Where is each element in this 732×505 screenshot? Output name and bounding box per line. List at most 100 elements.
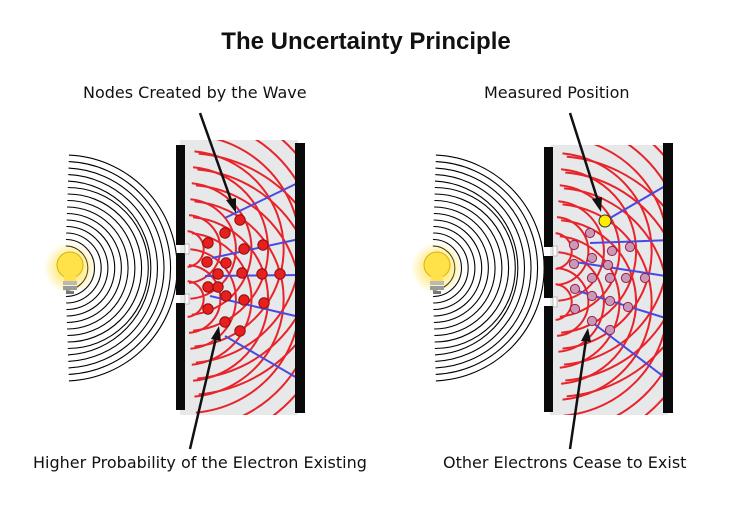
light-bulb-icon xyxy=(44,242,96,294)
wave-node xyxy=(258,297,270,309)
probability-ray xyxy=(604,181,673,222)
measured-position-marker xyxy=(598,214,612,228)
arrow-bottom-left xyxy=(188,326,221,450)
arrow-top-left xyxy=(198,112,236,213)
probability-ray xyxy=(574,261,673,278)
wave-node xyxy=(201,256,213,268)
source-wave-arc xyxy=(435,161,539,375)
probability-ray xyxy=(589,239,673,244)
wave-arc xyxy=(558,251,605,353)
wave-node xyxy=(569,283,581,295)
wave-node xyxy=(219,316,231,328)
wave-node xyxy=(602,259,614,271)
wave-arc xyxy=(187,280,205,318)
probability-ray xyxy=(211,237,305,259)
source-wave-arc xyxy=(434,186,516,350)
source-wave-arc xyxy=(433,225,476,311)
source-wave-arc xyxy=(435,167,532,369)
wave-node xyxy=(236,267,248,279)
double-slit-barrier xyxy=(544,147,558,412)
source-wave-arc xyxy=(434,193,510,343)
wave-node xyxy=(586,252,598,264)
wave-node xyxy=(220,257,232,269)
wave-node xyxy=(234,325,246,337)
wave-node xyxy=(238,243,250,255)
source-wave-arc xyxy=(67,186,149,350)
double-slit-barrier xyxy=(176,145,190,410)
wave-node xyxy=(212,281,224,293)
wave-node xyxy=(202,237,214,249)
source-wave-arc xyxy=(434,199,503,337)
wave-arc xyxy=(565,171,668,415)
wave-arc xyxy=(197,140,298,380)
label-measured-position: Measured Position xyxy=(484,83,630,102)
source-wave-arc xyxy=(66,219,116,317)
source-wave-arc xyxy=(434,180,519,356)
wave-node xyxy=(274,268,286,280)
wave-node xyxy=(202,303,214,315)
page-title: The Uncertainty Principle xyxy=(221,28,511,55)
wave-nodes xyxy=(201,214,286,337)
source-wave-arc xyxy=(433,232,469,304)
source-wave-arc xyxy=(67,199,136,337)
source-wave-arc xyxy=(435,174,526,362)
wave-node xyxy=(584,227,596,239)
wave-node xyxy=(234,214,246,226)
source-wave-arc xyxy=(433,212,489,324)
wave-arc xyxy=(198,140,298,396)
source-wave-arc xyxy=(434,206,496,330)
wave-node xyxy=(604,272,616,284)
wave-node xyxy=(212,268,224,280)
arrow-top-right xyxy=(568,112,602,212)
wave-node xyxy=(257,239,269,251)
wave-arc xyxy=(195,184,298,414)
wave-node xyxy=(586,272,598,284)
arrow-bottom-right xyxy=(568,328,591,450)
wave-arc xyxy=(190,198,237,300)
wave-arc xyxy=(556,267,590,337)
wave-node xyxy=(569,303,581,315)
label-nodes: Nodes Created by the Wave xyxy=(83,83,307,102)
source-wave-arc xyxy=(68,167,165,369)
detection-screen xyxy=(663,143,673,413)
detection-screen xyxy=(295,143,305,413)
wave-arc xyxy=(555,232,573,270)
label-higher-probability: Higher Probability of the Electron Exist… xyxy=(33,453,367,472)
source-wave-arc xyxy=(66,232,102,304)
wave-arc xyxy=(565,145,668,382)
wave-node xyxy=(256,268,268,280)
probability-ray xyxy=(224,335,305,383)
panel-right xyxy=(411,112,673,450)
wave-arc xyxy=(198,152,298,415)
source-wave-arc xyxy=(67,180,152,356)
wave-node xyxy=(568,258,580,270)
wave-node xyxy=(202,281,214,293)
wave-arc xyxy=(566,145,668,398)
wave-node xyxy=(620,272,632,284)
light-bulb-icon xyxy=(411,242,463,294)
wave-nodes xyxy=(568,227,651,336)
wave-node xyxy=(604,324,616,336)
wave-node xyxy=(604,295,616,307)
source-wave-arc xyxy=(66,225,109,311)
wave-arc xyxy=(555,283,573,321)
probability-ray xyxy=(224,179,305,219)
wave-arc xyxy=(566,155,668,415)
wave-arc xyxy=(563,145,668,366)
wave-node xyxy=(220,290,232,302)
wave-node xyxy=(586,290,598,302)
wave-node xyxy=(622,301,634,313)
source-wave-arc xyxy=(66,212,122,324)
source-wave-arc xyxy=(68,161,172,375)
wave-arc xyxy=(194,200,285,398)
wave-node xyxy=(568,239,580,251)
wave-node xyxy=(639,272,651,284)
wave-arc xyxy=(561,219,638,385)
wave-arc xyxy=(197,168,298,415)
panel-left xyxy=(44,112,305,450)
source-wave-arc xyxy=(68,174,159,362)
source-wave-arc xyxy=(67,206,129,330)
source-wave-arc xyxy=(433,219,483,317)
